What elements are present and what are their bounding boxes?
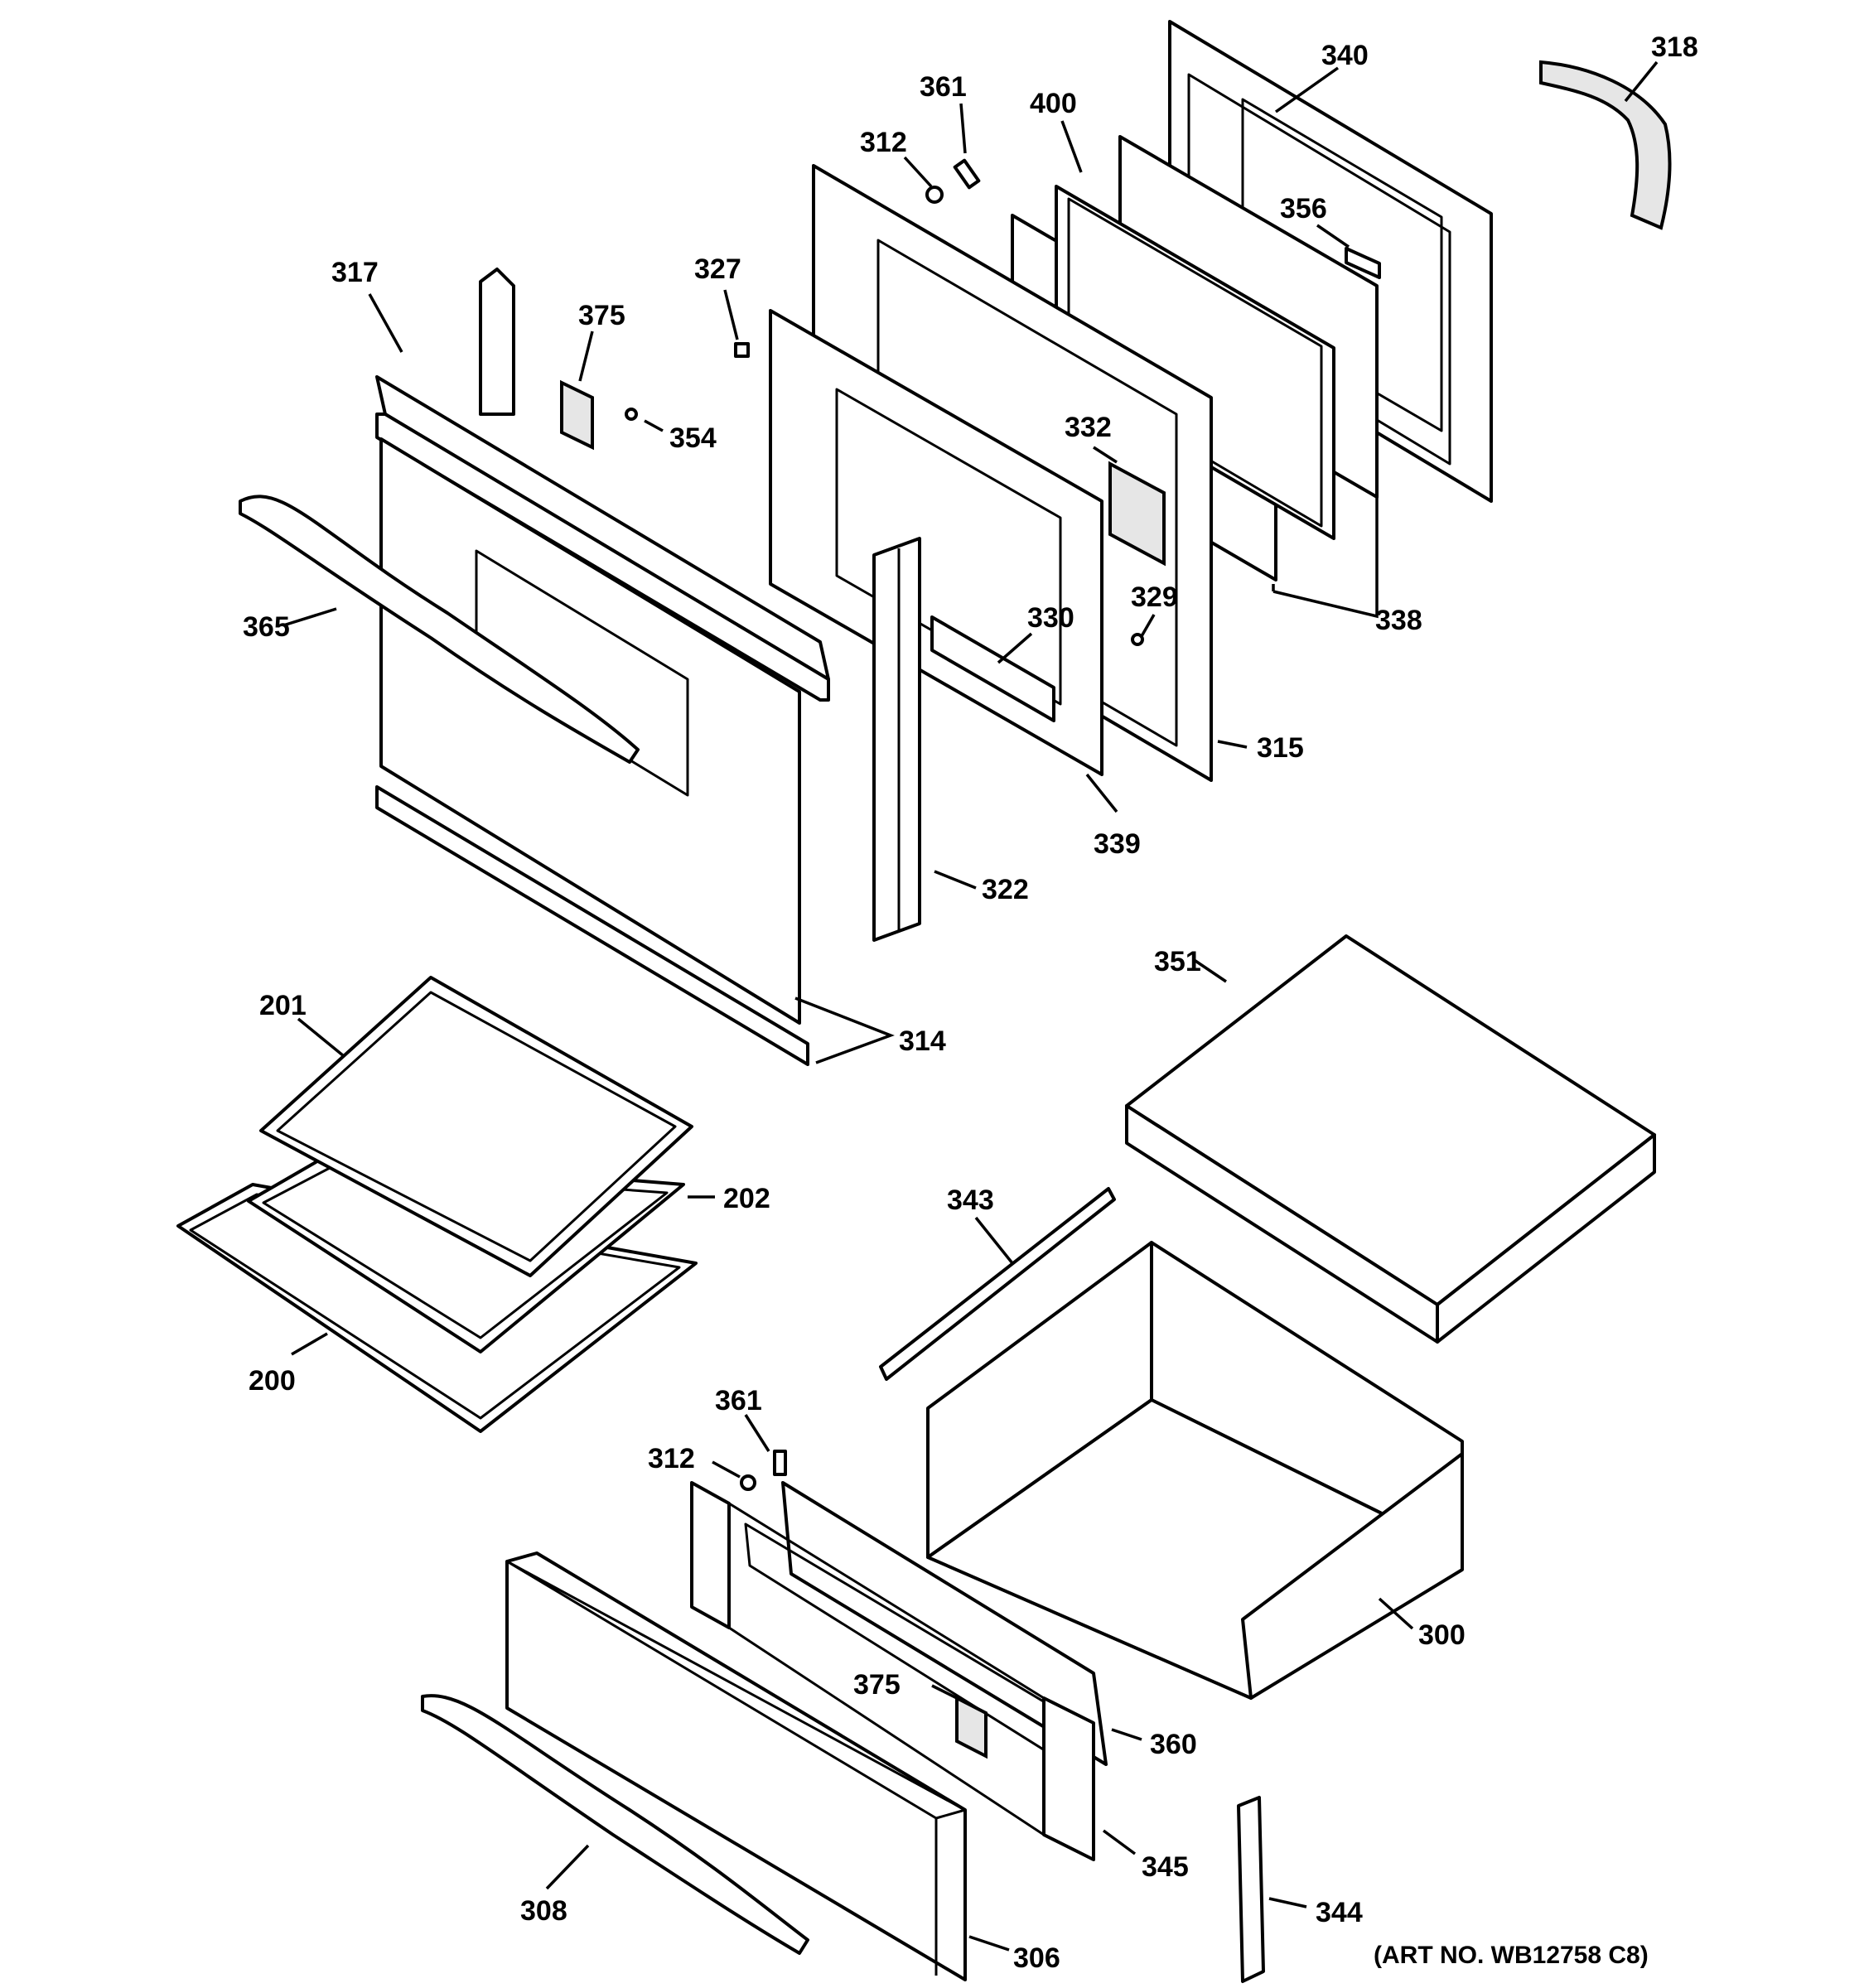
callout-labels: 318 340 361 400 312 356 327 317 375 354 …	[243, 31, 1698, 1974]
part-339-door-panel	[769, 309, 1103, 776]
callout-345: 345	[1142, 1851, 1189, 1883]
part-327-nut	[734, 342, 750, 358]
callout-339: 339	[1094, 828, 1141, 860]
part-312-washer-top	[925, 186, 944, 204]
callout-308: 308	[520, 1895, 567, 1927]
callout-201: 201	[259, 990, 307, 1021]
part-351-drawer-tray	[1125, 934, 1656, 1344]
part-343-drawer-slide	[879, 1187, 1116, 1381]
callout-315: 315	[1257, 732, 1304, 764]
part-314-bottom-trim	[375, 785, 809, 1066]
part-345-drawer-bracket	[690, 1481, 1095, 1861]
callout-312-top: 312	[860, 127, 907, 158]
part-365-door-handle	[239, 495, 640, 764]
part-312-washer-bottom	[740, 1474, 756, 1491]
part-201-broiler-grid	[259, 976, 693, 1277]
art-number: (ART NO. WB12758 C8)	[1374, 1942, 1649, 1969]
part-308-drawer-handle	[421, 1694, 809, 1955]
callout-317: 317	[331, 257, 379, 288]
part-329-screw	[1131, 633, 1144, 646]
part-361-screw-top	[953, 158, 981, 190]
callout-351: 351	[1154, 946, 1201, 977]
part-375-drawer-hinge	[955, 1695, 988, 1759]
part-306-drawer-front	[505, 1551, 967, 1981]
callout-343: 343	[947, 1185, 994, 1216]
callout-200: 200	[249, 1365, 296, 1397]
callout-361-top: 361	[920, 71, 967, 103]
callout-344: 344	[1316, 1897, 1363, 1928]
part-317-vent-trim	[375, 375, 830, 702]
callout-340: 340	[1321, 40, 1369, 71]
callout-400: 400	[1030, 88, 1077, 119]
part-322-side-trim	[872, 537, 921, 942]
callout-375-bottom: 375	[853, 1669, 901, 1701]
callout-332: 332	[1065, 412, 1112, 443]
callout-330: 330	[1027, 602, 1074, 634]
part-356-clip	[1345, 247, 1381, 279]
callout-365: 365	[243, 611, 290, 643]
callout-306: 306	[1013, 1942, 1060, 1974]
part-361-screw-bottom	[773, 1450, 787, 1476]
part-375-hinge-plate	[560, 379, 594, 451]
callout-312-bottom: 312	[648, 1443, 695, 1474]
callout-327: 327	[694, 253, 741, 285]
part-318-gasket	[1539, 60, 1672, 230]
callout-356: 356	[1280, 193, 1327, 224]
door-vent-strip	[479, 268, 515, 416]
callout-338: 338	[1375, 605, 1422, 636]
part-332-bracket	[1108, 461, 1166, 567]
leader-lines	[282, 60, 1659, 1952]
part-344-side-bracket	[1237, 1796, 1265, 1983]
callout-354: 354	[669, 422, 717, 454]
part-330-window	[930, 615, 1055, 722]
callout-300: 300	[1418, 1619, 1466, 1651]
callout-314: 314	[899, 1025, 946, 1057]
callout-360: 360	[1150, 1729, 1197, 1760]
callout-375-top: 375	[578, 300, 625, 331]
callout-202: 202	[723, 1183, 770, 1214]
callout-318: 318	[1651, 31, 1698, 63]
callout-322: 322	[982, 874, 1029, 905]
callout-329: 329	[1131, 581, 1178, 613]
part-354-screw	[625, 408, 638, 421]
callout-361-bottom: 361	[715, 1385, 762, 1416]
part-300-drawer-body	[926, 1241, 1464, 1700]
